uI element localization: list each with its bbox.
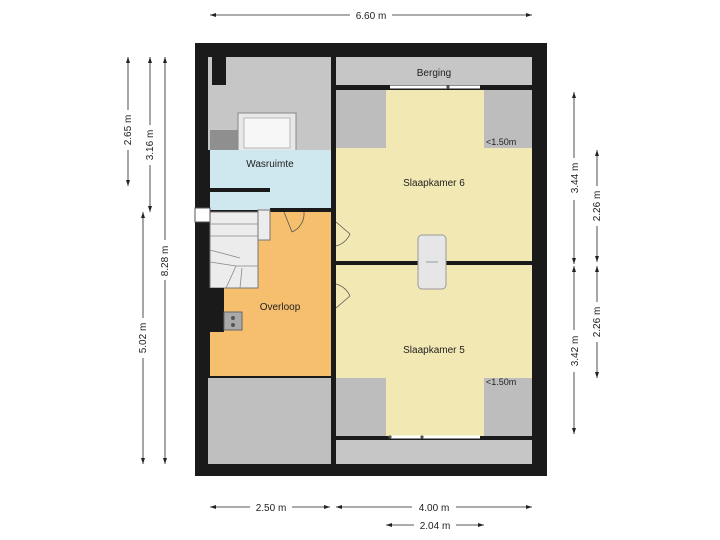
room-slaapkamer6-low-left bbox=[336, 90, 386, 148]
room-label-wasruimte: Wasruimte bbox=[246, 159, 294, 170]
room-label-slaapkamer6: Slaapkamer 6 bbox=[403, 178, 465, 189]
window-mark bbox=[446, 85, 450, 89]
low-ceiling-note-top: <1.50m bbox=[486, 137, 516, 147]
grey-area-bottom-left bbox=[208, 378, 332, 464]
room-slaapkamer6 bbox=[336, 90, 532, 261]
dim-label-left-265: 2.65 m bbox=[123, 115, 134, 146]
low-ceiling-note-bottom: <1.50m bbox=[486, 377, 516, 387]
door-slaapkamer6 bbox=[335, 221, 351, 247]
grey-area-bottom-right bbox=[336, 440, 532, 464]
room-slaapkamer5-low-right bbox=[484, 378, 532, 436]
dim-left-265 bbox=[126, 57, 130, 186]
room-slaapkamer5 bbox=[336, 265, 532, 436]
wall-left-column-bottom bbox=[208, 376, 332, 378]
dim-left-502 bbox=[141, 212, 145, 464]
dim-label-left-316: 3.16 m bbox=[145, 130, 156, 161]
door-wasruimte bbox=[283, 211, 305, 233]
room-slaapkamer5-low-left bbox=[336, 378, 386, 436]
dim-bottom-250 bbox=[210, 505, 330, 509]
dim-right-226-bottom bbox=[595, 266, 599, 378]
room-label-overloop: Overloop bbox=[260, 302, 301, 313]
dim-label-right-226-top: 2.26 m bbox=[592, 191, 603, 222]
dim-right-226-top bbox=[595, 150, 599, 262]
dim-right-344 bbox=[572, 92, 576, 264]
laundry-unit-inner bbox=[243, 117, 291, 149]
dim-right-342 bbox=[572, 266, 576, 434]
window-mark bbox=[388, 435, 392, 439]
staircase bbox=[209, 211, 259, 289]
dim-label-bottom-400: 4.00 m bbox=[419, 503, 450, 514]
door-slaapkamer5 bbox=[335, 283, 351, 309]
window-mark bbox=[420, 435, 424, 439]
room-wasruimte bbox=[210, 150, 332, 210]
stair-rail bbox=[194, 207, 211, 223]
room-slaapkamer6-low-right bbox=[484, 90, 532, 148]
dim-label-right-344: 3.44 m bbox=[570, 163, 581, 194]
room-berging bbox=[336, 57, 532, 85]
dim-label-left-828: 8.28 m bbox=[160, 246, 171, 277]
dim-total-width bbox=[210, 13, 532, 17]
dim-label-total-width: 6.60 m bbox=[356, 11, 387, 22]
room-label-berging: Berging bbox=[417, 68, 451, 79]
dim-bottom-204 bbox=[386, 523, 484, 527]
sink-unit bbox=[223, 311, 243, 331]
dim-left-316 bbox=[148, 57, 152, 212]
sink-knob-1 bbox=[231, 316, 235, 320]
wall-vertical-center bbox=[331, 43, 336, 476]
dim-label-left-502: 5.02 m bbox=[138, 323, 149, 354]
dim-label-bottom-204: 2.04 m bbox=[420, 521, 451, 532]
wall-overloop-left bbox=[208, 288, 224, 332]
room-label-slaapkamer5: Slaapkamer 5 bbox=[403, 345, 465, 356]
sink-knob-2 bbox=[231, 323, 235, 327]
dim-label-right-342: 3.42 m bbox=[570, 336, 581, 367]
dim-label-right-226-bottom: 2.26 m bbox=[592, 307, 603, 338]
dim-label-bottom-250: 2.50 m bbox=[256, 503, 287, 514]
room-overloop bbox=[210, 212, 332, 378]
dim-bottom-400 bbox=[336, 505, 532, 509]
wall-notch bbox=[212, 57, 226, 85]
stair-landing bbox=[257, 209, 271, 241]
dim-left-828 bbox=[163, 57, 167, 464]
